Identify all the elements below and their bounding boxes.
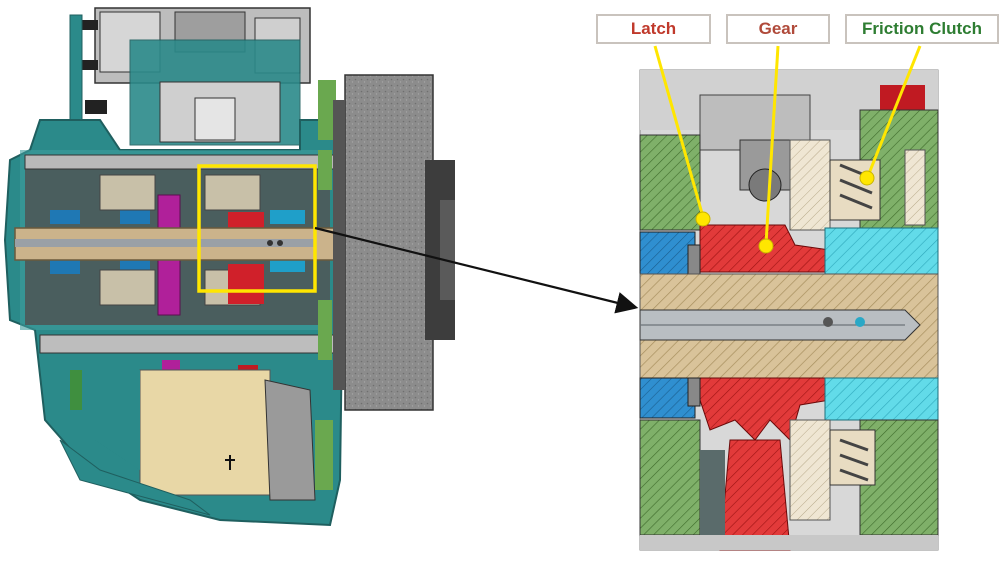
latch-label: Latch: [596, 14, 711, 44]
gear-label-text: Gear: [758, 19, 798, 38]
friction-clutch-label: Friction Clutch: [845, 14, 999, 44]
friction-clutch-label-text: Friction Clutch: [862, 19, 982, 38]
zoom-arrow: [314, 226, 639, 314]
transmission-cross-section: [3, 7, 455, 527]
latch-label-text: Latch: [630, 19, 677, 38]
callout-lines: [653, 45, 922, 254]
gear-label: Gear: [726, 14, 830, 44]
zoomed-detail: [639, 69, 939, 551]
